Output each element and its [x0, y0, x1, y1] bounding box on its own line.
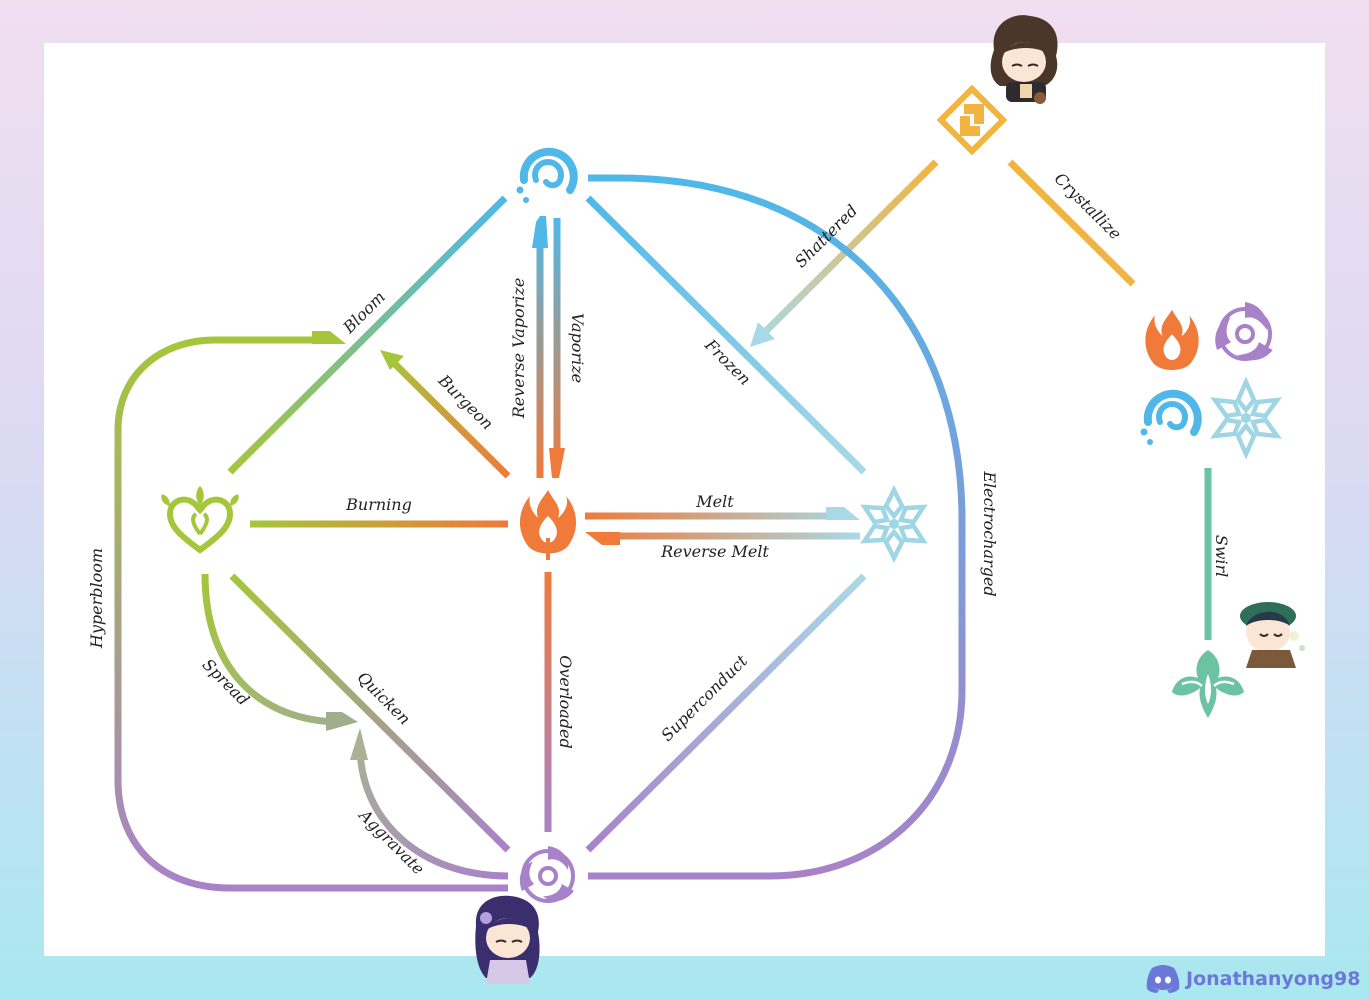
shattered-line [763, 159, 939, 334]
dendro-icon [161, 486, 239, 554]
pyro-icon [518, 490, 578, 560]
bloom-line [227, 195, 508, 475]
electrocharged-label: Electrocharged [980, 470, 999, 596]
hyperbloom-label: Hyperbloom [87, 548, 106, 649]
crystallize-label: Crystallize [1051, 169, 1126, 244]
discord-icon [1146, 965, 1180, 993]
burgeon-line [392, 361, 511, 479]
reverse-vaporize-label: Reverse Vaporize [509, 278, 528, 420]
spread-arrowhead [326, 712, 358, 731]
credit: Jonathanyong98 [1146, 962, 1360, 996]
frozen-line [585, 195, 867, 475]
anemo-icon [1172, 650, 1244, 718]
spread-arc [201, 573, 336, 726]
burning-label: Burning [345, 495, 412, 514]
overloaded-label: Overloaded [556, 655, 575, 749]
geo-icon [936, 84, 1008, 156]
hyperbloom-arc [114, 336, 508, 892]
electro-icon [514, 842, 582, 910]
vaporize-arrowhead [549, 448, 565, 478]
melt-label: Melt [695, 492, 734, 511]
shattered-label: Shattered [791, 201, 861, 271]
geo-character-chibi [990, 15, 1058, 104]
electro-character-chibi [475, 895, 540, 984]
vaporize-label: Vaporize [568, 313, 587, 383]
frozen-label: Frozen [700, 335, 754, 389]
quicken-line [229, 573, 511, 853]
quicken-label: Quicken [353, 668, 414, 729]
crystallize-line [1007, 159, 1136, 287]
anemo-character-chibi [1240, 602, 1305, 668]
hydro-icon [516, 146, 578, 206]
bloom-label: Bloom [339, 287, 389, 337]
hyperbloom-arrowhead [312, 331, 346, 344]
cryo-icon [860, 484, 928, 564]
reverse-vaporize-arrowhead [532, 216, 548, 248]
burgeon-arrowhead [380, 350, 404, 370]
reverse-melt-label: Reverse Melt [660, 542, 769, 561]
cryo-icon [1210, 376, 1282, 460]
aggravate-arc [356, 745, 509, 880]
shattered-arrowhead [750, 322, 775, 347]
electro-icon [1215, 302, 1273, 361]
electrocharged-arc [588, 174, 966, 880]
aggravate-arrowhead [350, 728, 368, 760]
hydro-icon [1140, 389, 1202, 445]
reverse-melt-arrowhead [585, 532, 620, 545]
swirl-label: Swirl [1212, 535, 1231, 578]
credit-handle: Jonathanyong98 [1186, 968, 1361, 990]
melt-arrowhead [826, 507, 860, 520]
diagram-panel [44, 43, 1325, 956]
burgeon-label: Burgeon [434, 370, 497, 433]
pyro-icon [1145, 309, 1199, 371]
superconduct-line [585, 573, 867, 853]
aggravate-label: Aggravate [354, 804, 428, 878]
